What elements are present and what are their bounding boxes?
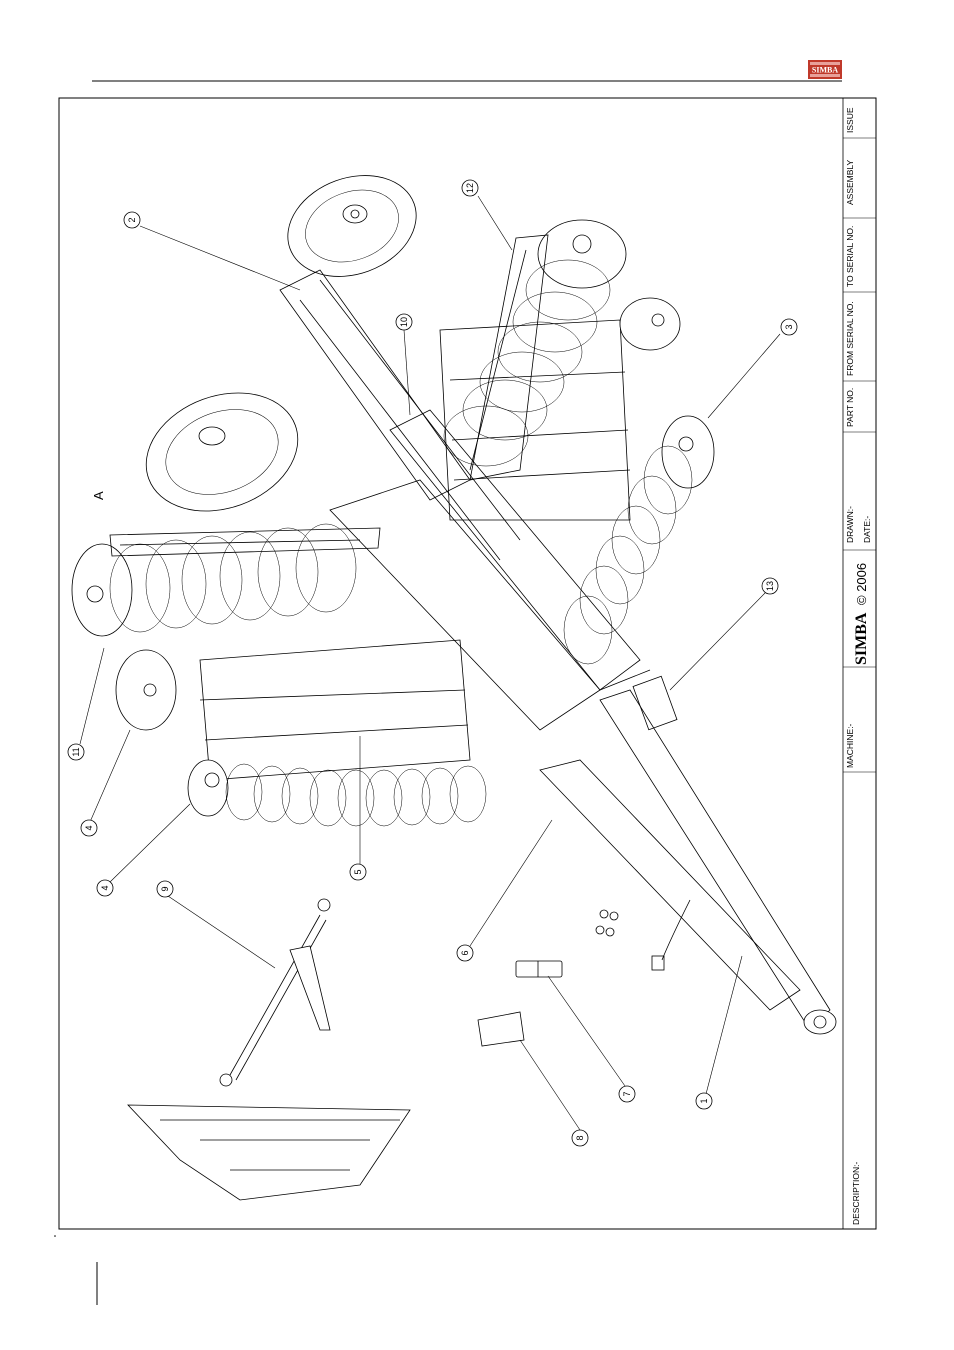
svg-text:13: 13: [765, 581, 775, 591]
callouts: 2 12 10 3 13 11 4 4 5 6 9 7 8 1: [68, 180, 797, 1146]
transport-wheel-front: [130, 373, 315, 532]
from-serial-label: FROM SERIAL NO.: [845, 301, 855, 376]
top-link-turnbuckle: [220, 899, 330, 1086]
svg-text:6: 6: [460, 950, 470, 955]
callout-12: 7: [619, 1086, 635, 1102]
date-label: DATE:-: [862, 516, 872, 543]
disc-row-right: [116, 298, 714, 730]
callout-4a: 4: [81, 820, 97, 836]
view-letter: A: [91, 491, 106, 500]
svg-text:2: 2: [127, 217, 137, 222]
svg-text:1: 1: [699, 1098, 709, 1103]
drawing-frame: [59, 98, 876, 1229]
svg-text:3: 3: [784, 324, 794, 329]
callout-13: 8: [572, 1130, 588, 1146]
callout-1: 1: [696, 1093, 712, 1109]
callout-10: 9: [157, 881, 173, 897]
svg-text:8: 8: [575, 1135, 585, 1140]
callout-8: 11: [68, 744, 84, 760]
disc-gang-top: [444, 220, 626, 480]
svg-text:4: 4: [100, 885, 110, 890]
title-block: ISSUE ASSEMBLY TO SERIAL NO. FROM SERIAL…: [845, 107, 872, 1225]
machine-label: MACHINE:-: [845, 723, 855, 768]
callout-6: 6: [457, 945, 473, 961]
svg-text:10: 10: [399, 317, 409, 327]
bush: [516, 961, 562, 977]
nuts: [596, 910, 618, 936]
assembly-label: ASSEMBLY: [845, 159, 855, 205]
simba-logo: SIMBA: [808, 60, 842, 79]
brand-name: SIMBA: [853, 612, 870, 665]
hydraulic-hose: [652, 900, 690, 970]
svg-text:7: 7: [622, 1091, 632, 1096]
svg-text:5: 5: [353, 869, 363, 874]
front-levelling-board: [128, 1105, 410, 1200]
callout-9: 12: [462, 180, 478, 196]
svg-text:12: 12: [465, 183, 475, 193]
to-serial-label: TO SERIAL NO.: [845, 226, 855, 287]
callout-3: 3: [781, 319, 797, 335]
drawn-label: DRAWN:-: [845, 506, 855, 543]
plate: [478, 1012, 524, 1046]
callout-7: 10: [396, 314, 412, 330]
svg-text:11: 11: [71, 747, 81, 756]
svg-text:4: 4: [84, 825, 94, 830]
callout-5: 5: [350, 864, 366, 880]
machine-illustration: [72, 158, 836, 1200]
part-no-label: PART NO.: [845, 388, 855, 427]
logo-text: SIMBA: [812, 66, 838, 75]
drawbar: [540, 670, 836, 1034]
disc-gang-left: [72, 524, 380, 636]
copyright: © 2006: [854, 563, 869, 605]
svg-text:9: 9: [160, 886, 170, 891]
transport-wheel-rear: [274, 158, 431, 293]
callout-4b: 4: [97, 880, 113, 896]
issue-label: ISSUE: [845, 107, 855, 133]
callout-11: 13: [762, 578, 778, 594]
callout-2: 2: [124, 212, 140, 228]
main-frame: [200, 270, 640, 780]
description-label: DESCRIPTION:-: [851, 1162, 861, 1225]
